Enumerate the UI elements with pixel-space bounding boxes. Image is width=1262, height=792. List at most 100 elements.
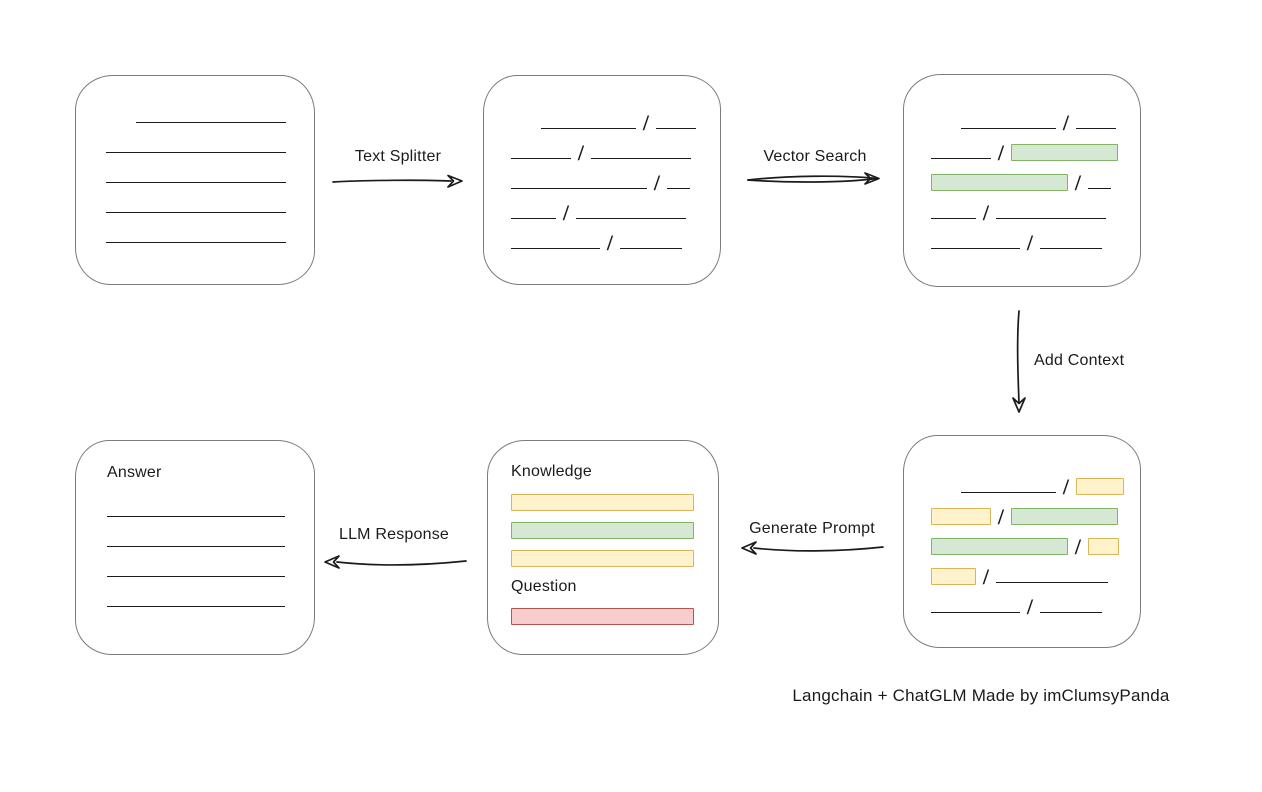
- chunk-row: /: [931, 463, 1140, 499]
- slash-separator: /: [1062, 113, 1070, 135]
- slash-separator: /: [982, 203, 990, 225]
- text-line: [655, 127, 696, 129]
- text-line: [1075, 127, 1116, 129]
- green-highlight-chunk: [931, 174, 1068, 191]
- chunk-rows: / / / / /: [511, 99, 720, 255]
- yellow-highlight-chunk: [1087, 538, 1119, 555]
- chunk-rows: / / / / /: [931, 99, 1140, 255]
- text-line: [107, 517, 285, 547]
- split-chunks-node: / / / / /: [483, 75, 721, 285]
- slash-separator: /: [1062, 477, 1070, 499]
- green-highlight-chunk: [1010, 144, 1118, 161]
- chunk-row: /: [931, 159, 1140, 195]
- add-context-arrow: [1012, 310, 1026, 413]
- text-line: [931, 247, 1020, 249]
- yellow-bar: [511, 550, 694, 567]
- chunk-row: /: [511, 129, 720, 165]
- document-lines: [76, 93, 286, 243]
- text-line: [590, 157, 691, 159]
- text-line: [106, 213, 286, 243]
- vector-matches-node: / / / / /: [903, 74, 1141, 287]
- text-line: [107, 487, 285, 517]
- text-line: [136, 93, 286, 123]
- answer-node: Answer: [75, 440, 315, 655]
- text-line: [106, 123, 286, 153]
- footer-credit: Langchain + ChatGLM Made by imClumsyPand…: [792, 686, 1170, 705]
- yellow-highlight-chunk: [931, 568, 976, 585]
- generate-prompt-arrow: [741, 541, 884, 555]
- slash-separator: /: [642, 113, 650, 135]
- text-line: [106, 183, 286, 213]
- text-line: [511, 247, 600, 249]
- text-line: [1039, 611, 1102, 613]
- slash-separator: /: [1074, 173, 1082, 195]
- slash-separator: /: [1026, 597, 1034, 619]
- llm-response-label: LLM Response: [338, 526, 450, 543]
- question-title: Question: [511, 578, 577, 595]
- slash-separator: /: [1074, 537, 1082, 559]
- green-bar: [511, 522, 694, 539]
- chunk-row: /: [511, 189, 720, 225]
- slash-separator: /: [653, 173, 661, 195]
- text-line: [619, 247, 682, 249]
- text-splitter-arrow: [332, 174, 463, 188]
- llm-response-arrow: [324, 555, 467, 569]
- yellow-highlight-chunk: [1075, 478, 1124, 495]
- answer-lines: [107, 487, 314, 607]
- chunk-row: /: [931, 219, 1140, 255]
- text-line: [995, 217, 1106, 219]
- green-highlight-chunk: [931, 538, 1068, 555]
- chunk-row: /: [931, 189, 1140, 225]
- chunk-row: /: [511, 159, 720, 195]
- question-bars: [511, 608, 718, 625]
- context-chunks-node: / / / / /: [903, 435, 1141, 648]
- text-line: [995, 581, 1108, 583]
- text-line: [931, 611, 1020, 613]
- add-context-label: Add Context: [1034, 352, 1125, 369]
- generate-prompt-label: Generate Prompt: [749, 520, 875, 537]
- text-line: [1087, 187, 1111, 189]
- chunk-row: /: [931, 99, 1140, 135]
- chunk-row: /: [931, 553, 1140, 589]
- text-line: [511, 157, 571, 159]
- source-document-node: [75, 75, 315, 285]
- chunk-rows: / / / / /: [931, 463, 1140, 619]
- text-line: [107, 547, 285, 577]
- red-bar: [511, 608, 694, 625]
- text-line: [511, 217, 556, 219]
- text-line: [961, 491, 1056, 493]
- knowledge-title: Knowledge: [511, 463, 592, 480]
- yellow-bar: [511, 494, 694, 511]
- text-line: [961, 127, 1056, 129]
- knowledge-bars: [511, 494, 718, 567]
- text-line: [541, 127, 636, 129]
- chunk-row: /: [511, 219, 720, 255]
- chunk-row: /: [931, 583, 1140, 619]
- slash-separator: /: [562, 203, 570, 225]
- text-line: [107, 577, 285, 607]
- vector-search-arrow: [747, 172, 880, 185]
- text-line: [931, 217, 976, 219]
- text-line: [511, 187, 647, 189]
- slash-separator: /: [577, 143, 585, 165]
- chunk-row: /: [931, 493, 1140, 529]
- slash-separator: /: [997, 507, 1005, 529]
- chunk-row: /: [931, 523, 1140, 559]
- vector-search-label: Vector Search: [763, 148, 867, 165]
- slash-separator: /: [606, 233, 614, 255]
- green-highlight-chunk: [1010, 508, 1118, 525]
- yellow-highlight-chunk: [931, 508, 991, 525]
- chunk-row: /: [511, 99, 720, 135]
- slash-separator: /: [982, 567, 990, 589]
- text-line: [666, 187, 690, 189]
- chunk-row: /: [931, 129, 1140, 165]
- text-splitter-label: Text Splitter: [354, 148, 442, 165]
- slash-separator: /: [1026, 233, 1034, 255]
- text-line: [575, 217, 686, 219]
- slash-separator: /: [997, 143, 1005, 165]
- prompt-node: Knowledge Question: [487, 440, 719, 655]
- text-line: [106, 153, 286, 183]
- answer-title: Answer: [107, 464, 162, 481]
- text-line: [931, 157, 991, 159]
